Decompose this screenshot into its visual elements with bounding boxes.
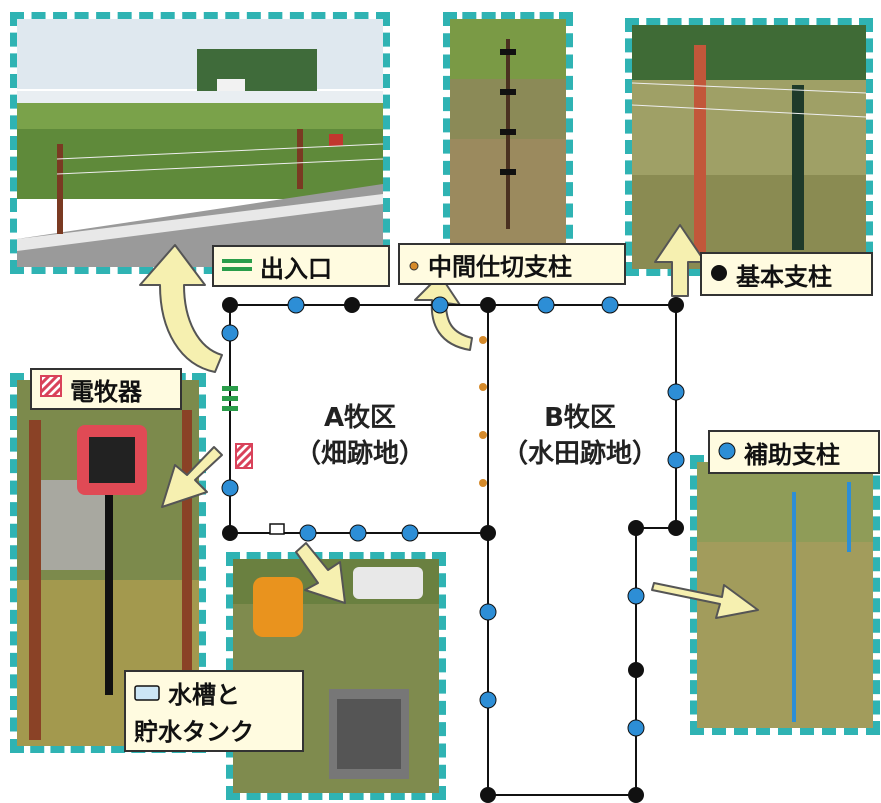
fence-paddock-b: [487, 304, 677, 796]
intermediate-post-icon: [408, 250, 420, 278]
arrow-to-auxiliary: [651, 582, 759, 619]
paddock-a-name: A牧区: [323, 403, 397, 433]
paddock-b-label: B牧区 （水田跡地）: [490, 400, 670, 472]
paddock-b-sub: （水田跡地）: [501, 439, 658, 469]
label-auxiliary-post-text: 補助支柱: [744, 440, 840, 469]
label-entrance-text: 出入口: [260, 254, 332, 283]
photo-intermediate-post: [443, 12, 573, 260]
photo-entrance-field: [10, 12, 390, 274]
label-water-tank: 水槽と 貯水タンク: [124, 670, 304, 752]
paddock-b-name: B牧区: [544, 403, 616, 433]
paddock-a-label: A牧区 （畑跡地）: [290, 400, 430, 472]
arrow-to-energizer: [161, 446, 223, 508]
water-tank-icon: [134, 679, 160, 707]
label-entrance: 出入口: [212, 245, 390, 287]
energizer-icon: [39, 374, 63, 403]
arrow-to-water: [295, 542, 346, 604]
intermediate-posts: [479, 336, 487, 487]
label-auxiliary-post: 補助支柱: [708, 430, 880, 474]
paddock-a-sub: （畑跡地）: [294, 439, 425, 469]
label-basic-post: 基本支柱: [700, 252, 873, 296]
label-energizer-text: 電牧器: [70, 377, 142, 406]
label-intermediate-post-text: 中間仕切支柱: [428, 252, 572, 281]
auxiliary-posts: [221, 296, 685, 737]
label-energizer: 電牧器: [30, 368, 182, 410]
label-basic-post-text: 基本支柱: [736, 262, 832, 291]
auxiliary-post-icon: [718, 438, 736, 466]
energizer-marker: [234, 442, 254, 470]
label-water-line1: 水槽と: [168, 681, 240, 709]
entrance-gate: [222, 386, 238, 411]
label-water-line2: 貯水タンク: [134, 718, 254, 746]
entrance-icon: [222, 252, 252, 280]
arrow-to-basic: [654, 224, 706, 297]
basic-posts: [222, 297, 684, 803]
label-intermediate-post: 中間仕切支柱: [398, 243, 626, 285]
photo-basic-post: [625, 18, 873, 276]
basic-post-icon: [710, 260, 728, 288]
water-tank-marker: [269, 523, 285, 535]
arrow-to-entrance: [139, 244, 223, 373]
